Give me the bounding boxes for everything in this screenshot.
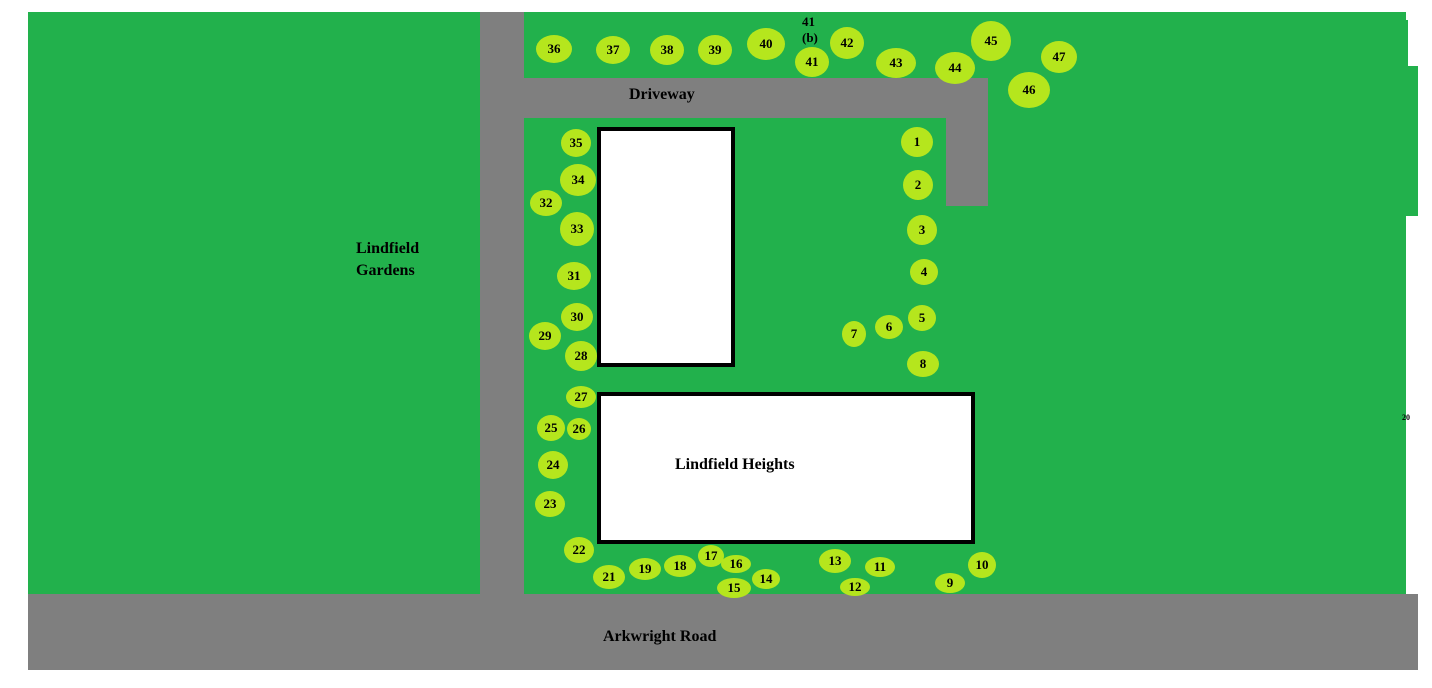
- lindfield-gardens-road: [480, 12, 524, 594]
- building-north: [597, 127, 735, 367]
- tree-marker: 40: [747, 28, 785, 60]
- tree-marker: 12: [840, 578, 870, 596]
- tree-marker: 44: [935, 52, 975, 84]
- grass-north-right-edge: [1396, 20, 1408, 66]
- tree-marker: 17: [698, 545, 724, 567]
- tree-marker: 36: [536, 35, 572, 63]
- lindfield-gardens-label-line1: Lindfield: [356, 240, 420, 257]
- tree-marker: 13: [819, 549, 851, 573]
- tree-marker: 41: [795, 47, 829, 77]
- tree-marker: 4: [910, 259, 938, 285]
- tree-marker: 18: [664, 555, 696, 577]
- tree-marker: 15: [717, 578, 751, 598]
- tree-marker: 26: [567, 418, 591, 440]
- tree-marker: 25: [537, 415, 565, 441]
- tree-marker: 11: [865, 557, 895, 577]
- tree-marker: 5: [908, 305, 936, 331]
- arkwright-road-label: Arkwright Road: [603, 628, 717, 645]
- tree-marker: 34: [560, 164, 596, 196]
- driveway-spur: [946, 78, 988, 206]
- tree-marker: 30: [561, 303, 593, 331]
- tree-marker: 33: [560, 212, 594, 246]
- tree-marker: 6: [875, 315, 903, 339]
- tree-marker: 37: [596, 36, 630, 64]
- tree-marker: 29: [529, 322, 561, 350]
- tree-marker: 20: [1402, 412, 1410, 422]
- tree-marker: 28: [565, 341, 597, 371]
- building-lindfield-heights: [597, 392, 975, 544]
- driveway-road: [524, 78, 988, 118]
- tree-marker: 21: [593, 565, 625, 589]
- tree-marker: 16: [721, 555, 751, 573]
- tree-marker: 41 (b): [802, 14, 818, 45]
- tree-marker: 22: [564, 537, 594, 563]
- tree-marker: 45: [971, 21, 1011, 61]
- tree-marker: 19: [629, 558, 661, 580]
- tree-marker: 7: [842, 321, 866, 347]
- tree-marker: 31: [557, 262, 591, 290]
- tree-marker: 9: [935, 573, 965, 593]
- tree-marker: 8: [907, 351, 939, 377]
- tree-marker: 23: [535, 491, 565, 517]
- tree-marker: 1: [901, 127, 933, 157]
- lindfield-heights-label: Lindfield Heights: [675, 456, 795, 473]
- tree-marker: 38: [650, 35, 684, 65]
- driveway-label: Driveway: [629, 86, 695, 103]
- tree-marker: 42: [830, 27, 864, 59]
- tree-marker: 14: [752, 569, 780, 589]
- grass-west: [28, 12, 480, 594]
- tree-marker: 46: [1008, 72, 1050, 108]
- tree-marker: 43: [876, 48, 916, 78]
- tree-marker: 39: [698, 35, 732, 65]
- tree-marker: 27: [566, 386, 596, 408]
- tree-marker: 24: [538, 451, 568, 479]
- tree-marker: 47: [1041, 41, 1077, 73]
- lindfield-gardens-label-line2: Gardens: [356, 262, 415, 279]
- tree-marker: 2: [903, 170, 933, 200]
- tree-marker: 10: [968, 552, 996, 578]
- tree-marker: 32: [530, 190, 562, 216]
- arkwright-road: [28, 594, 1418, 670]
- tree-marker: 35: [561, 129, 591, 157]
- tree-marker: 3: [907, 215, 937, 245]
